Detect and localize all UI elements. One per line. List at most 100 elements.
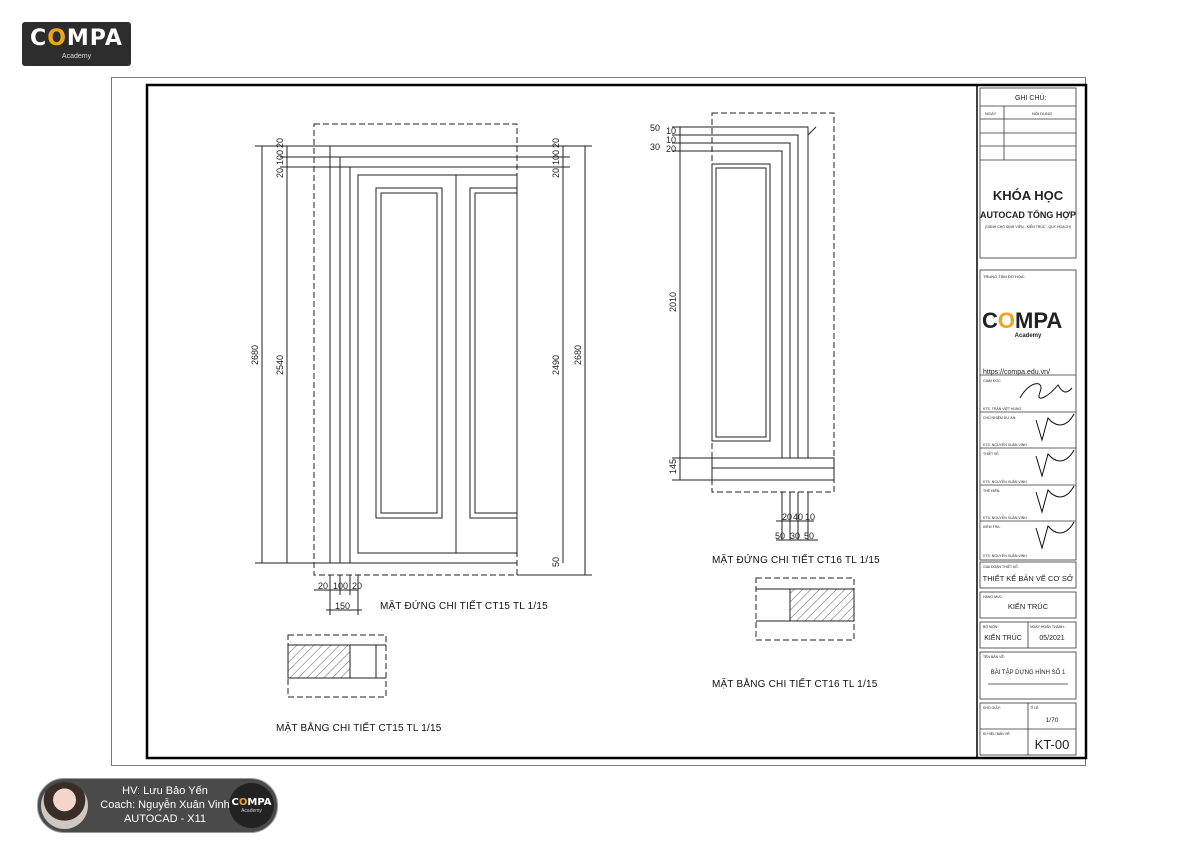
ct15-frame-mid	[339, 156, 517, 563]
signature-role	[1035, 449, 1075, 478]
ct15-dim-text: 2540	[275, 355, 285, 375]
tb-role-label: THỂ HIỆN:	[983, 488, 1000, 493]
ct16-frame-line2	[712, 134, 799, 458]
ct16-frame-line3	[712, 142, 791, 458]
tb-sheetname-label: TÊN BẢN VẼ:	[983, 654, 1005, 659]
ct15-dim-text: 20	[275, 138, 285, 148]
tb-item-box	[979, 591, 1077, 619]
ct15-panel-left-outer	[375, 187, 443, 519]
ct15-panel-right-inner	[474, 192, 518, 514]
ct15-cut-boundary	[313, 123, 518, 576]
tb-sheetname-box	[979, 651, 1077, 700]
ct15-dim-text: 2680	[250, 345, 260, 365]
coach-name: Coach: Nguyễn Xuân Vinh	[100, 799, 230, 811]
ct16-frame-line1	[712, 126, 809, 458]
ct16-dim-text: 30	[650, 142, 660, 152]
tb-role-label: CHỦ NHIỆM DỰ ÁN:	[983, 415, 1016, 420]
tb-phase-box	[979, 561, 1077, 589]
tb-role-name: KTS. NGUYỄN XUÂN VINH	[983, 442, 1027, 447]
tb-center-label: TRUNG TÂM ĐỒ HỌA:	[983, 274, 1025, 279]
tb-notes-header: GHI CHÚ:	[1015, 93, 1047, 102]
tb-center-logo-sub: Academy	[1015, 333, 1042, 339]
ct15-dim-text: 20	[551, 168, 561, 178]
ct16-panel-inner	[715, 167, 767, 438]
ct15-dim-text: 20	[318, 581, 328, 591]
ct15-frame-inner	[349, 166, 517, 563]
tb-dept-value: KIẾN TRÚC	[984, 632, 1022, 642]
ct16-plan	[755, 577, 855, 641]
ct15-dim-text: 100	[551, 150, 561, 165]
ct15-dim-text: 100	[275, 150, 285, 165]
ct15-panel-left-inner	[380, 192, 438, 514]
tb-item-value: KIẾN TRÚC	[1008, 601, 1049, 611]
tb-col-content: NỘI DUNG	[1032, 111, 1052, 116]
tb-director-name: KTS. TRẦN VIỆT HÙNG	[983, 406, 1021, 411]
ct15-elevation-caption: MẶT ĐỨNG CHI TIẾT CT15 TL 1/15	[380, 599, 548, 612]
ct16-dim-text: 20	[782, 512, 792, 522]
logo-wordmark: COMPA	[30, 26, 123, 51]
ct16-dim-text: 145	[668, 459, 678, 474]
tb-course-title-2: AUTOCAD TỔNG HỢP	[980, 209, 1076, 220]
ct16-cut-boundary	[711, 112, 835, 493]
tb-scale-value: 1/70	[1046, 717, 1059, 724]
student-info: HV: Lưu Bảo Yến Coach: Nguyễn Xuân Vinh …	[90, 784, 240, 826]
title-block	[979, 87, 1077, 756]
student-name: HV: Lưu Bảo Yến	[122, 785, 208, 797]
ct16-panel-outer	[711, 163, 771, 442]
tb-course-title-1: KHÓA HỌC	[993, 188, 1064, 203]
tb-date-value: 05/2021	[1039, 635, 1064, 642]
ct16-dim-text: 20	[666, 144, 676, 154]
ct16-dim-texts: 30 50 20 10 10 2010 145 20 40 10 50 30 5…	[650, 123, 880, 566]
tb-people-box	[979, 269, 1077, 561]
tb-director-label: GIÁM ĐỐC	[983, 378, 1001, 383]
tb-role-name: KTS. NGUYỄN XUÂN VINH	[983, 479, 1027, 484]
compa-logo: COMPA Academy	[22, 22, 131, 66]
tb-phase-label: GIAI ĐOẠN THIẾT KẾ:	[983, 564, 1019, 569]
ct15-dim-text: 2680	[573, 345, 583, 365]
ct15-plan	[287, 634, 387, 698]
course-code: AUTOCAD - X11	[123, 813, 207, 825]
inner-frame	[145, 83, 1088, 760]
tb-center-logo: COMPA	[982, 308, 1062, 333]
ct16-dim-text: 50	[804, 531, 814, 541]
ct16-plan-caption: MẶT BẰNG CHI TIẾT CT16 TL 1/15	[712, 677, 878, 690]
ct16-dim-text: 40	[793, 512, 803, 522]
ct16-dim-text: 10	[666, 126, 676, 136]
tb-scale-label: TỈ LỆ:	[1030, 705, 1039, 710]
ct16-plan-section	[789, 588, 855, 622]
tb-dept-label: BỘ MÔN:	[983, 624, 998, 629]
ct15-dim-text: 20	[551, 138, 561, 148]
ct16-frame-line4	[712, 150, 783, 458]
ct16-sill	[711, 457, 835, 481]
tb-texts: GHI CHÚ: NGÀY NỘI DUNG KHÓA HỌC AUTOCAD …	[980, 93, 1076, 752]
badge-logo-sub: Academy	[241, 808, 262, 814]
tb-sheetname-value: BÀI TẬP DỰNG HÌNH SỐ 1	[991, 669, 1066, 676]
signature-director	[1019, 383, 1073, 399]
ct15-plan-caption: MẶT BẰNG CHI TIẾT CT15 TL 1/15	[276, 721, 442, 734]
ct16-dim-text: 10	[805, 512, 815, 522]
ct16-dim-text: 50	[650, 123, 660, 133]
ct15-dim-text: 20	[352, 581, 362, 591]
ct15-elevation	[255, 123, 592, 615]
tb-paper-label: KHỔ GIẤY:	[983, 705, 1001, 710]
tb-website: https://compa.edu.vn/	[983, 369, 1050, 376]
ct16-elevation-caption: MẶT ĐỨNG CHI TIẾT CT16 TL 1/15	[712, 553, 880, 566]
tb-role-name: KTS. NGUYỄN XUÂN VINH	[983, 553, 1027, 558]
badge-logo: COMPA Academy	[229, 783, 274, 828]
ct16-dim-text: 30	[790, 531, 800, 541]
student-badge: HV: Lưu Bảo Yến Coach: Nguyễn Xuân Vinh …	[37, 778, 278, 833]
logo-subtitle: Academy	[61, 53, 92, 60]
ct15-dim-texts: 20 100 20 2680 2540 20 100 20 2490 2680 …	[250, 138, 583, 612]
tb-col-date: NGÀY	[985, 111, 997, 116]
tb-course-sub: (DÀNH CHO SINH VIÊN - KIẾN TRÚC - QUY HO…	[985, 224, 1071, 229]
signature-role	[1035, 485, 1075, 514]
ct16-elevation	[672, 112, 835, 541]
ct15-dim-text: 100	[333, 581, 348, 591]
tb-role-label: KIỂM TRA:	[983, 524, 1000, 529]
tb-notes-box	[979, 87, 1077, 259]
tb-sheetno-value: KT-00	[1035, 737, 1070, 752]
ct16-dim-text: 2010	[668, 292, 678, 312]
tb-role-name: KTS. NGUYỄN XUÂN VINH	[983, 515, 1027, 520]
tb-phase-value: THIẾT KẾ BẢN VẼ CƠ SỞ	[983, 573, 1074, 583]
